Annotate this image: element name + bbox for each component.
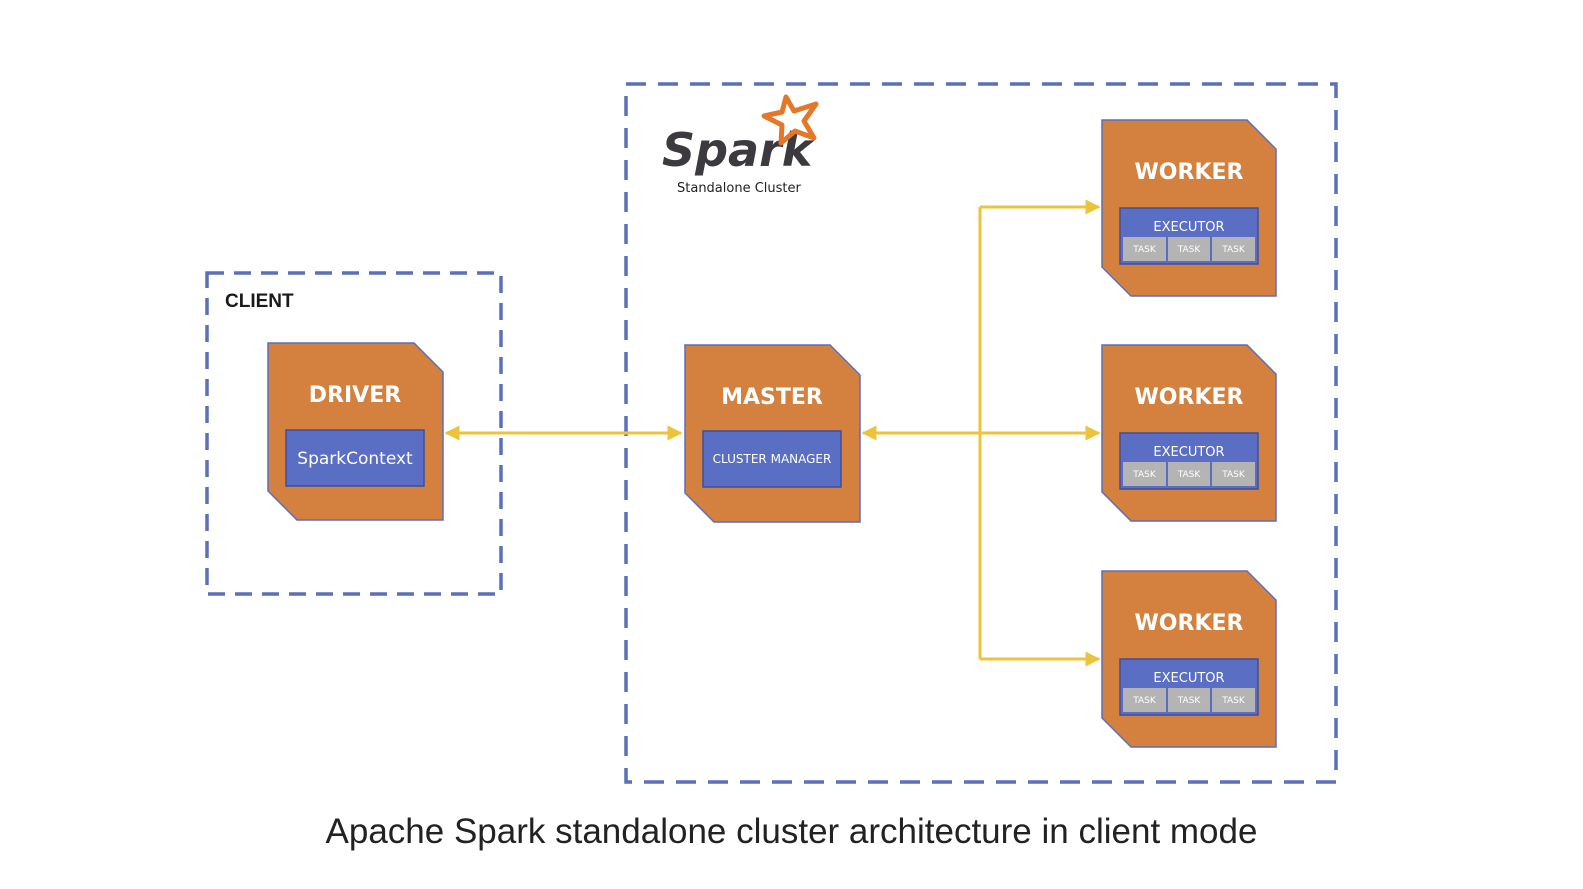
task-box (1123, 462, 1166, 486)
spark-logo-text: Spark (662, 123, 815, 177)
driver-node: DRIVER SparkContext (267, 342, 444, 521)
figure-caption: Apache Spark standalone cluster architec… (325, 812, 1258, 851)
task-label: TASK (1132, 245, 1157, 255)
worker-title: WORKER (1135, 160, 1244, 185)
task-label: TASK (1132, 470, 1157, 480)
task-box (1123, 688, 1166, 712)
task-label: TASK (1132, 696, 1157, 706)
client-boundary (205, 271, 503, 596)
task-label: TASK (1221, 245, 1246, 255)
connectors (444, 199, 1101, 667)
task-box (1168, 237, 1210, 261)
cluster-manager-box (702, 430, 842, 488)
worker-node: WORKER EXECUTOR TASK TASK TASK (1101, 344, 1277, 522)
task-label: TASK (1177, 696, 1202, 706)
task-box (1212, 462, 1255, 486)
client-label: CLIENT (225, 291, 294, 312)
task-box (1168, 462, 1210, 486)
worker-node: WORKER EXECUTOR TASK TASK TASK (1101, 570, 1277, 748)
task-box (1212, 237, 1255, 261)
spark-context-label: SparkContext (297, 449, 413, 469)
task-box (1168, 688, 1210, 712)
spark-logo-subtitle: Standalone Cluster (677, 181, 802, 196)
spark-context-box (285, 429, 425, 487)
worker-title: WORKER (1135, 385, 1244, 410)
driver-title: DRIVER (309, 383, 401, 408)
task-box (1212, 688, 1255, 712)
spark-star-icon (761, 94, 819, 146)
master-title: MASTER (721, 385, 823, 410)
cluster-manager-label: CLUSTER MANAGER (713, 452, 832, 466)
spark-logo: Spark Standalone Cluster (662, 94, 819, 196)
task-box (1123, 237, 1166, 261)
task-label: TASK (1221, 470, 1246, 480)
task-label: TASK (1221, 696, 1246, 706)
executor-label: EXECUTOR (1153, 671, 1224, 686)
worker-title: WORKER (1135, 611, 1244, 636)
executor-label: EXECUTOR (1153, 220, 1224, 235)
master-node: MASTER CLUSTER MANAGER (684, 344, 861, 523)
executor-label: EXECUTOR (1153, 445, 1224, 460)
task-label: TASK (1177, 470, 1202, 480)
task-label: TASK (1177, 245, 1202, 255)
worker-node: WORKER EXECUTOR TASK TASK TASK (1101, 119, 1277, 297)
